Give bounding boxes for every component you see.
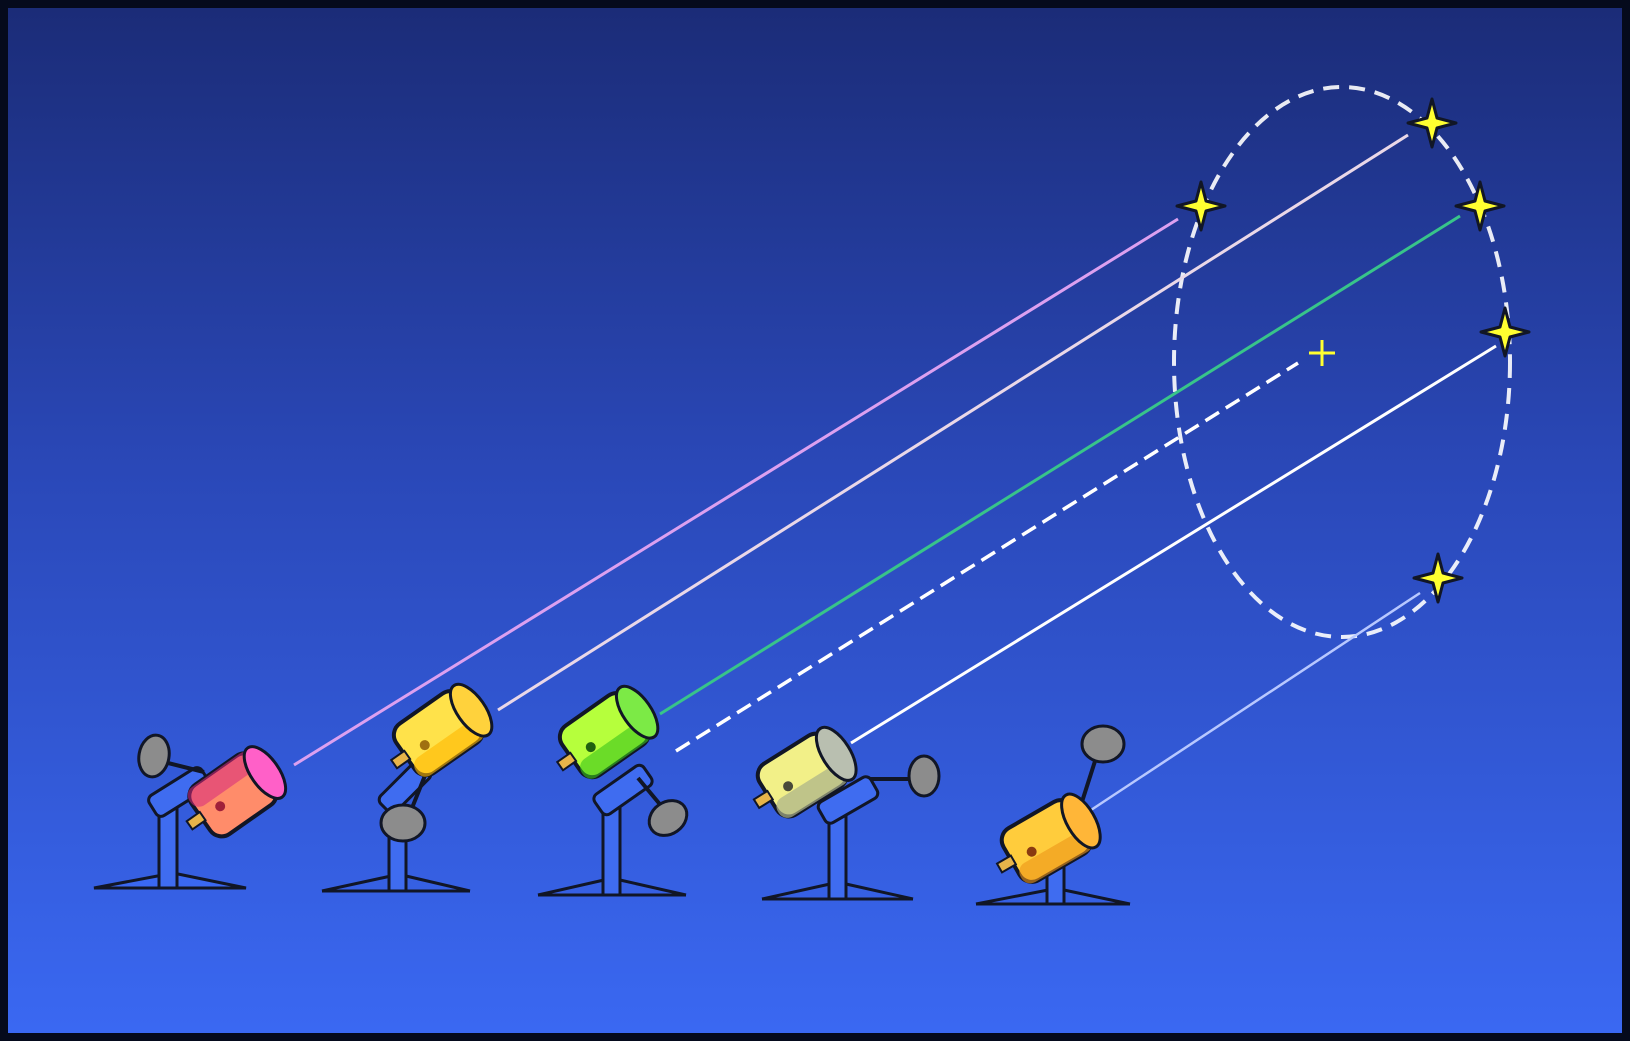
counterweight (137, 733, 171, 779)
sky-background (8, 8, 1622, 1033)
tracking-ellipse (1172, 85, 1512, 639)
telescopes (93, 682, 1131, 906)
star-left-icon (1175, 180, 1227, 232)
diagram-canvas (8, 8, 1622, 1033)
counterweight (1080, 724, 1126, 764)
beam-magenta (293, 217, 1179, 767)
tripod-stand (537, 763, 687, 897)
telescope-yellow (321, 682, 494, 893)
star-top-icon (1406, 97, 1458, 149)
star-right-icon (1479, 306, 1531, 358)
tripod-stand (761, 775, 914, 901)
beam-green (659, 214, 1461, 716)
center-cross-icon (1309, 340, 1335, 366)
counterweight (907, 754, 941, 798)
counterweight (647, 799, 689, 837)
stars (1175, 97, 1531, 604)
counterweight (379, 803, 427, 843)
telescope-green (537, 684, 689, 897)
star-right-upper-icon (1454, 180, 1506, 232)
dashed-axis-beam (675, 361, 1299, 753)
light-beams (293, 133, 1497, 814)
beam-orange (1087, 591, 1421, 814)
telescope-magenta (93, 733, 288, 890)
telescope-pale (752, 725, 941, 901)
star-bottom-icon (1412, 552, 1464, 604)
telescope-orange (975, 724, 1131, 906)
beam-yellow (497, 133, 1409, 712)
beam-pale (850, 344, 1497, 745)
